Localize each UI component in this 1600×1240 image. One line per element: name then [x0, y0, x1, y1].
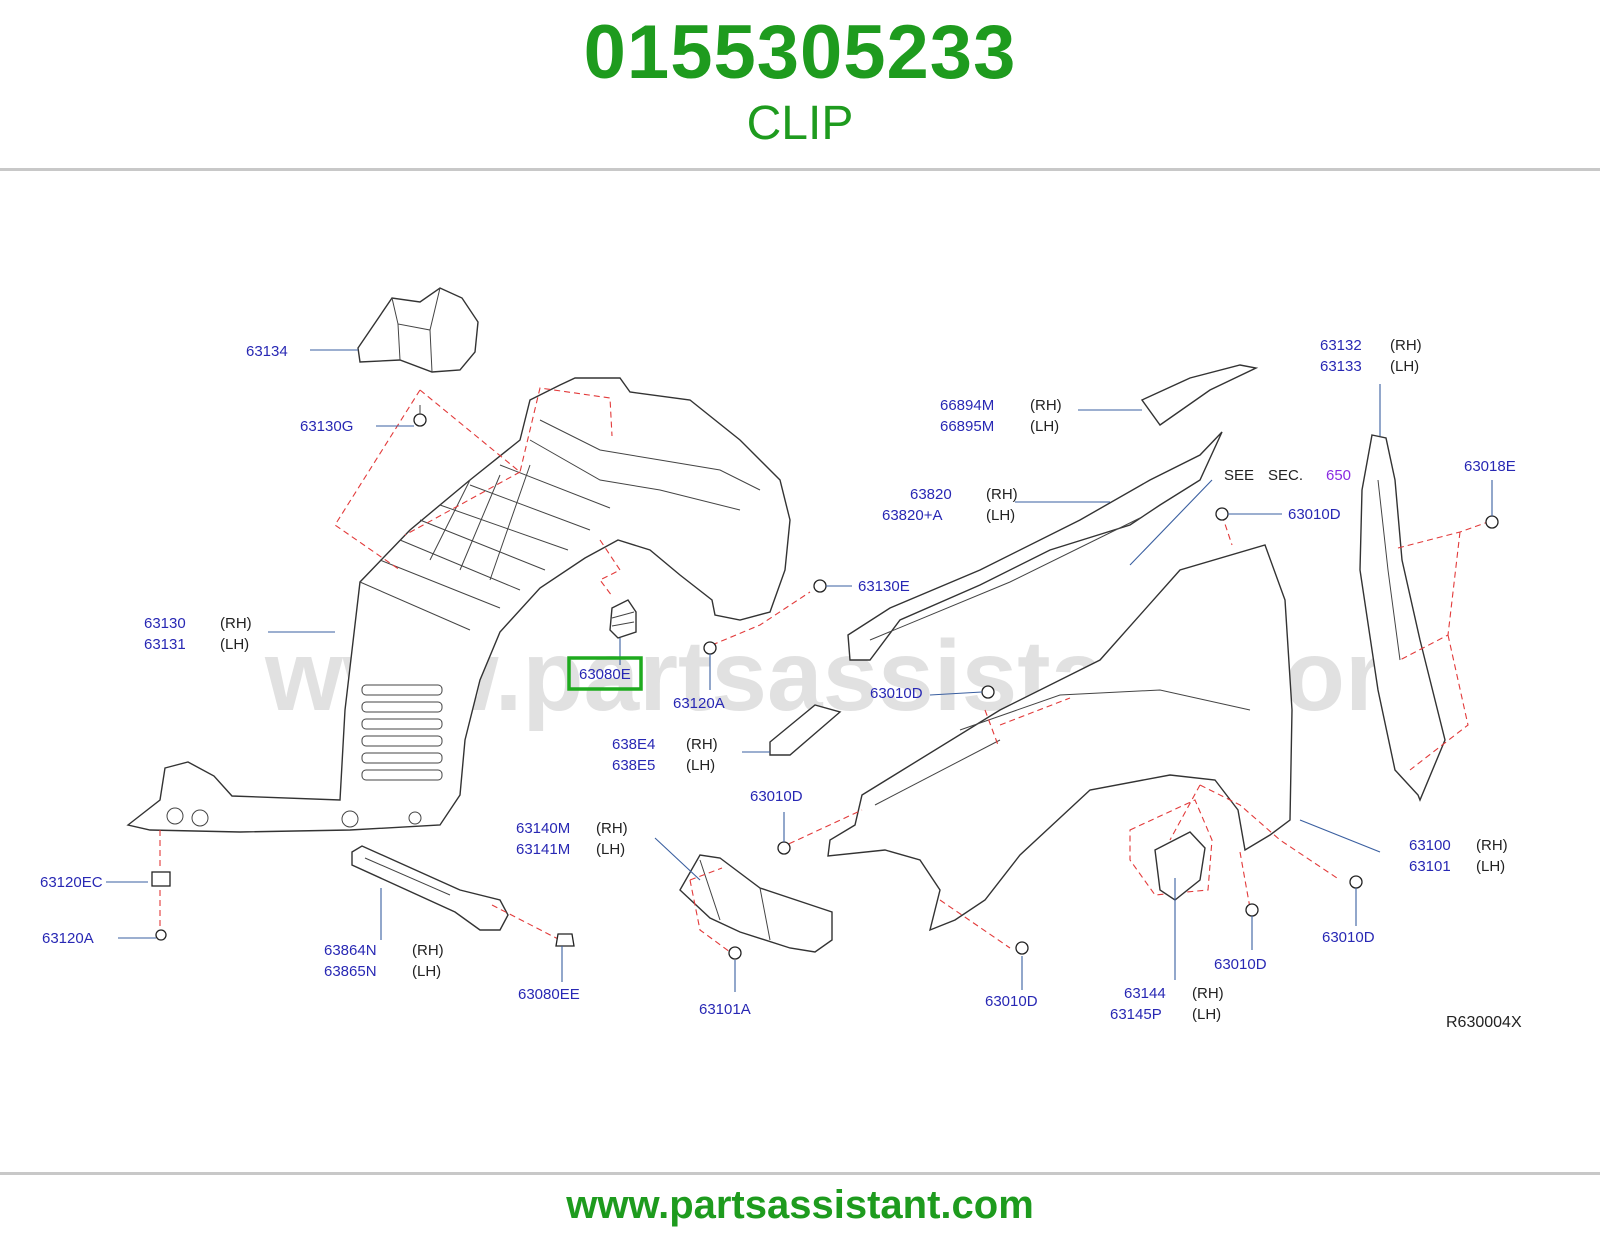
callout-63131[interactable]: 63131 [144, 636, 186, 653]
part-63134-shape [357, 287, 479, 373]
callout-63018E[interactable]: 63018E [1464, 458, 1516, 475]
callout-63130[interactable]: 63130 [144, 615, 186, 632]
callout-63120A-left[interactable]: 63120A [42, 930, 94, 947]
callout-63120EC[interactable]: 63120EC [40, 874, 103, 891]
callout-63010D-left[interactable]: 63010D [750, 788, 803, 805]
sec-label: SEC. [1268, 467, 1303, 484]
callout-63010D-right[interactable]: 63010D [1322, 929, 1375, 946]
callout-63865N[interactable]: 63865N [324, 963, 377, 980]
callout-63101A[interactable]: 63101A [699, 1001, 751, 1018]
callout-63864N-rh: (RH) [412, 942, 444, 959]
fastener-63120A-mid [703, 641, 717, 655]
callout-638E5-lh: (LH) [686, 757, 715, 774]
callout-638E4-rh: (RH) [686, 736, 718, 753]
fastener-63120A-left [155, 929, 167, 941]
callout-63010D-mid[interactable]: 63010D [870, 685, 923, 702]
part-63132-shape [1359, 434, 1446, 802]
fender-liner-shape [126, 377, 791, 833]
callout-63820A-lh: (LH) [986, 507, 1015, 524]
callout-63133-lh: (LH) [1390, 358, 1419, 375]
clip-63080E-shape [609, 599, 637, 639]
fastener-63130G [413, 405, 427, 427]
fastener-63010D-left [777, 841, 791, 855]
callout-63120A-mid[interactable]: 63120A [673, 695, 725, 712]
callout-63130G[interactable]: 63130G [300, 418, 353, 435]
part-63144-shape [1154, 831, 1206, 901]
callout-63130E[interactable]: 63130E [858, 578, 910, 595]
liner-vent-grid [361, 684, 443, 781]
page-header: 0155305233 CLIP [0, 0, 1600, 168]
callout-638E4[interactable]: 638E4 [612, 736, 655, 753]
callout-63010D-bottom[interactable]: 63010D [985, 993, 1038, 1010]
callout-66895M-lh: (LH) [1030, 418, 1059, 435]
callout-63145P-lh: (LH) [1192, 1006, 1221, 1023]
callout-63130-rh: (RH) [220, 615, 252, 632]
callout-63010D-top[interactable]: 63010D [1288, 506, 1341, 523]
callout-63132[interactable]: 63132 [1320, 337, 1362, 354]
callout-63101[interactable]: 63101 [1409, 858, 1451, 875]
fastener-63018E [1485, 515, 1499, 529]
callout-63100-rh: (RH) [1476, 837, 1508, 854]
fastener-63120EC [151, 871, 171, 887]
callout-66894M[interactable]: 66894M [940, 397, 994, 414]
footer-divider [0, 1172, 1600, 1175]
fastener-63010D-right [1349, 875, 1363, 889]
callout-63145P[interactable]: 63145P [1110, 1006, 1162, 1023]
see-label: SEE [1224, 467, 1254, 484]
fastener-63010D-mid [981, 685, 995, 699]
footer-website-link[interactable]: www.partsassistant.com [566, 1183, 1034, 1227]
callout-63080EE[interactable]: 63080EE [518, 986, 580, 1003]
callout-66895M[interactable]: 66895M [940, 418, 994, 435]
fastener-63010D-wheel [1245, 903, 1259, 917]
part-name-subtitle: CLIP [746, 97, 854, 150]
fastener-63080EE [555, 933, 575, 947]
parts-diagram: www.partsassistant.com 63130E 63 [40, 287, 1522, 1031]
callout-63132-rh: (RH) [1390, 337, 1422, 354]
part-638E4-shape [769, 704, 842, 756]
callout-638E5[interactable]: 638E5 [612, 757, 655, 774]
callout-63100[interactable]: 63100 [1409, 837, 1451, 854]
callout-63820-rh: (RH) [986, 486, 1018, 503]
callout-63864N[interactable]: 63864N [324, 942, 377, 959]
callout-63141M[interactable]: 63141M [516, 841, 570, 858]
fastener-63010D-bottom [1015, 941, 1029, 955]
fastener-63130E [813, 579, 827, 593]
part-63100-shape [827, 544, 1293, 932]
callout-63141M-lh: (LH) [596, 841, 625, 858]
callout-63144-rh: (RH) [1192, 985, 1224, 1002]
part-63140M-shape [679, 854, 833, 953]
callout-63010D-wheel[interactable]: 63010D [1214, 956, 1267, 973]
callout-63131-lh: (LH) [220, 636, 249, 653]
highlight-box-63080E [567, 656, 643, 691]
callout-63101-lh: (LH) [1476, 858, 1505, 875]
part-66894M-shape [1140, 364, 1259, 426]
fastener-63101A [728, 946, 742, 960]
sec-number-link[interactable]: 650 [1326, 467, 1351, 484]
callout-66894M-rh: (RH) [1030, 397, 1062, 414]
callout-63820[interactable]: 63820 [910, 486, 952, 503]
callout-63144[interactable]: 63144 [1124, 985, 1166, 1002]
header-divider [0, 168, 1600, 171]
part-63864N-shape [351, 845, 509, 931]
callout-63865N-lh: (LH) [412, 963, 441, 980]
callout-63140M[interactable]: 63140M [516, 820, 570, 837]
part-number-title: 0155305233 [583, 10, 1017, 95]
callout-63140M-rh: (RH) [596, 820, 628, 837]
callout-63134[interactable]: 63134 [246, 343, 288, 360]
part-63820-shape [847, 431, 1223, 661]
diagram-reference-code: R630004X [1446, 1014, 1522, 1031]
callout-63133[interactable]: 63133 [1320, 358, 1362, 375]
fastener-63010D-top [1215, 507, 1229, 521]
callout-63080E-highlighted[interactable]: 63080E [579, 666, 631, 683]
callout-63820A[interactable]: 63820+A [882, 507, 942, 524]
